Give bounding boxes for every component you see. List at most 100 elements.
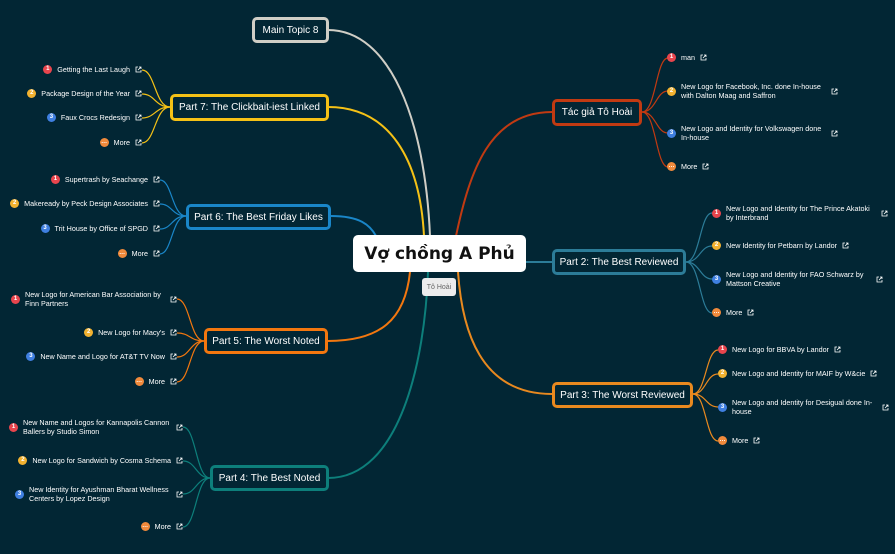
list-item[interactable]: 3 Trit House by Office of SPGD — [40, 224, 160, 233]
external-link-icon[interactable] — [170, 329, 177, 336]
list-item[interactable]: 1 man — [667, 53, 707, 62]
list-item[interactable]: 2 Package Design of the Year — [27, 89, 142, 98]
list-item[interactable]: 1 New Logo for American Bar Association … — [11, 290, 177, 308]
external-link-icon[interactable] — [170, 296, 177, 303]
topic-part-7[interactable]: Part 7: The Clickbait-iest Linked — [170, 94, 329, 121]
priority-1-icon: 1 — [43, 65, 53, 74]
external-link-icon[interactable] — [882, 404, 889, 411]
external-link-icon[interactable] — [170, 353, 177, 360]
list-item-more[interactable]: … More — [718, 436, 760, 445]
external-link-icon[interactable] — [753, 437, 760, 444]
more-icon: … — [140, 522, 150, 531]
priority-2-icon: 2 — [18, 456, 28, 465]
external-link-icon[interactable] — [135, 90, 142, 97]
list-item[interactable]: 3 New Logo and Identity for Desigual don… — [718, 398, 889, 416]
leaf-label: New Logo and Identity for FAO Schwarz by… — [726, 270, 864, 288]
external-link-icon[interactable] — [870, 370, 877, 377]
list-item[interactable]: 1 Supertrash by Seachange — [50, 175, 160, 184]
list-item-more[interactable]: … More — [140, 522, 183, 531]
more-icon: … — [117, 249, 127, 258]
leaf-label: man — [681, 53, 695, 62]
priority-3-icon: 3 — [40, 224, 50, 233]
central-topic-label[interactable]: Tô Hoài — [422, 278, 456, 296]
list-item[interactable]: 3 New Identity for Ayushman Bharat Welln… — [15, 485, 183, 503]
external-link-icon[interactable] — [135, 114, 142, 121]
list-item-more[interactable]: … More — [134, 377, 177, 386]
topic-part-2[interactable]: Part 2: The Best Reviewed — [552, 249, 686, 275]
leaf-label: Trit House by Office of SPGD — [54, 224, 148, 233]
list-item-more[interactable]: … More — [117, 249, 160, 258]
external-link-icon[interactable] — [842, 242, 849, 249]
leaf-label: More — [681, 162, 698, 171]
list-item[interactable]: 3 New Logo and Identity for FAO Schwarz … — [712, 270, 883, 288]
external-link-icon[interactable] — [702, 163, 709, 170]
topic-main-topic-8[interactable]: Main Topic 8 — [252, 17, 329, 43]
leaf-label: Makeready by Peck Design Associates — [24, 199, 148, 208]
external-link-icon[interactable] — [176, 491, 183, 498]
list-item[interactable]: 2 New Identity for Petbarn by Landor — [712, 241, 849, 250]
topic-part-4[interactable]: Part 4: The Best Noted — [210, 465, 329, 491]
external-link-icon[interactable] — [153, 225, 160, 232]
external-link-icon[interactable] — [153, 250, 160, 257]
list-item-more[interactable]: … More — [712, 308, 754, 317]
external-link-icon[interactable] — [834, 346, 841, 353]
external-link-icon[interactable] — [176, 457, 183, 464]
list-item[interactable]: 1 New Logo for BBVA by Landor — [718, 345, 841, 354]
list-item[interactable]: 1 Getting the Last Laugh — [43, 65, 142, 74]
list-item[interactable]: 2 New Logo for Sandwich by Cosma Schema — [18, 456, 183, 465]
list-item[interactable]: 3 New Logo and Identity for Volkswagen d… — [667, 124, 838, 142]
priority-1-icon: 1 — [11, 294, 20, 304]
priority-3-icon: 3 — [15, 489, 24, 499]
topic-author[interactable]: Tác giả Tô Hoài — [552, 99, 642, 126]
list-item[interactable]: 2 New Logo for Macy's — [84, 328, 177, 337]
list-item[interactable]: 3 New Name and Logo for AT&T TV Now — [26, 352, 177, 361]
priority-3-icon: 3 — [718, 402, 727, 412]
leaf-label: Faux Crocs Redesign — [60, 113, 130, 122]
list-item-more[interactable]: … More — [667, 162, 709, 171]
external-link-icon[interactable] — [176, 424, 183, 431]
priority-2-icon: 2 — [10, 199, 20, 208]
priority-3-icon: 3 — [667, 128, 676, 138]
list-item[interactable]: 2 Makeready by Peck Design Associates — [10, 199, 160, 208]
leaf-label: New Name and Logo for AT&T TV Now — [40, 352, 165, 361]
topic-part-3[interactable]: Part 3: The Worst Reviewed — [552, 382, 693, 408]
leaf-label: More — [113, 138, 130, 147]
priority-1-icon: 1 — [667, 53, 676, 62]
leaf-label: More — [154, 522, 171, 531]
external-link-icon[interactable] — [135, 139, 142, 146]
external-link-icon[interactable] — [881, 210, 888, 217]
priority-1-icon: 1 — [712, 208, 721, 218]
more-icon: … — [99, 138, 109, 147]
priority-2-icon: 2 — [84, 328, 94, 337]
list-item[interactable]: 1 New Logo and Identity for The Prince A… — [712, 204, 888, 222]
leaf-label: New Logo for American Bar Association by… — [25, 290, 161, 308]
list-item[interactable]: 1 New Name and Logos for Kannapolis Cann… — [9, 418, 183, 436]
leaf-label: New Logo and Identity for The Prince Aka… — [726, 204, 870, 222]
leaf-label: More — [131, 249, 148, 258]
external-link-icon[interactable] — [170, 378, 177, 385]
central-topic[interactable]: Vợ chồng A Phủ — [353, 235, 526, 272]
leaf-label: Package Design of the Year — [41, 89, 130, 98]
external-link-icon[interactable] — [135, 66, 142, 73]
list-item[interactable]: 2 New Logo and Identity for MAIF by W&ci… — [718, 369, 877, 378]
leaf-label: More — [726, 308, 743, 317]
external-link-icon[interactable] — [831, 130, 838, 137]
leaf-label: New Logo for BBVA by Landor — [732, 345, 829, 354]
external-link-icon[interactable] — [831, 88, 838, 95]
external-link-icon[interactable] — [700, 54, 707, 61]
external-link-icon[interactable] — [876, 276, 883, 283]
external-link-icon[interactable] — [176, 523, 183, 530]
priority-1-icon: 1 — [9, 422, 18, 432]
external-link-icon[interactable] — [153, 176, 160, 183]
priority-2-icon: 2 — [27, 89, 37, 98]
topic-part-6[interactable]: Part 6: The Best Friday Likes — [186, 204, 331, 230]
external-link-icon[interactable] — [153, 200, 160, 207]
external-link-icon[interactable] — [747, 309, 754, 316]
list-item[interactable]: 2 New Logo for Facebook, Inc. done In-ho… — [667, 82, 838, 100]
list-item-more[interactable]: … More — [99, 138, 142, 147]
list-item[interactable]: 3 Faux Crocs Redesign — [46, 113, 142, 122]
leaf-label: More — [732, 436, 749, 445]
leaf-label: More — [148, 377, 165, 386]
leaf-label: New Logo and Identity for MAIF by W&cie — [732, 369, 866, 378]
topic-part-5[interactable]: Part 5: The Worst Noted — [204, 328, 328, 354]
